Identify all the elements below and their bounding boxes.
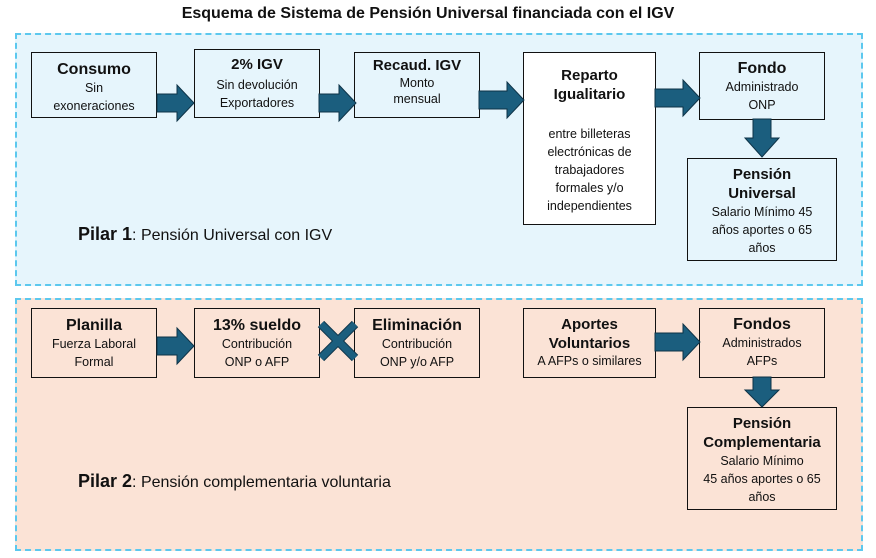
box-aportes-voluntarios: Aportes Voluntarios A AFPs o similares [523,308,656,378]
box-line: Administrados [722,336,802,350]
box-title: Voluntarios [548,335,631,352]
arrow-right-icon [156,83,195,123]
cross-icon [317,320,359,362]
box-line: Formal [74,355,114,369]
box-line: años aportes o 65 [711,223,813,237]
box-line: Salario Mínimo 45 [711,205,813,219]
box-13pct-sueldo: 13% sueldo Contribución ONP o AFP [194,308,320,378]
box-line: Monto [399,76,435,90]
pilar1-label-text: : Pensión Universal con IGV [132,227,333,244]
box-eliminacion: Eliminación Contribución ONP y/o AFP [354,308,480,378]
box-title: Universal [728,185,796,202]
box-line: Sin devolución [216,78,298,92]
box-line: Fuerza Laboral [51,337,137,351]
pilar1-label-bold: Pilar 1 [78,224,133,244]
arrow-down-icon [743,376,781,408]
arrow-right-icon [654,322,701,362]
box-line: ONP o AFP [224,355,290,369]
box-title: Consumo [57,61,131,78]
box-line: formales y/o [555,181,624,195]
box-line: AFPs [746,354,778,368]
box-title: Pensión [732,166,792,183]
box-title: Eliminación [372,317,462,334]
box-line: Sin [84,81,104,95]
box-fondos: Fondos Administrados AFPs [699,308,825,378]
pilar2-label-bold: Pilar 2 [78,471,133,491]
box-line: independientes [547,199,632,213]
arrow-right-icon [654,78,701,118]
box-title: Fondo [737,60,787,77]
box-title: Igualitario [553,86,626,103]
pilar2-label-text: : Pensión complementaria voluntaria [132,474,391,491]
box-title: Reparto [561,67,618,84]
box-title: Pensión [732,415,792,432]
box-title: Recaud. IGV [372,57,462,74]
box-pension-universal: Pensión Universal Salario Mínimo 45 años… [687,158,837,261]
box-line: mensual [393,92,441,106]
pilar1-label: Pilar 1: Pensión Universal con IGV [78,224,332,245]
box-line: Exportadores [219,96,295,110]
box-recaud-igv: Recaud. IGV Monto mensual [354,52,480,118]
box-line: años [748,241,776,255]
box-pension-complementaria: Pensión Complementaria Salario Mínimo 45… [687,407,837,510]
box-line: trabajadores [554,163,625,177]
box-line: electrónicas de [547,145,632,159]
box-line: Salario Mínimo [720,454,804,468]
box-title: 2% IGV [231,56,283,73]
box-title: 13% sueldo [212,317,302,334]
arrow-right-icon [318,83,357,123]
box-line: Contribución [221,337,293,351]
box-line: 45 años aportes o 65 [703,472,821,486]
diagram-title: Esquema de Sistema de Pensión Universal … [181,5,675,22]
box-2pct-igv: 2% IGV Sin devolución Exportadores [194,49,320,118]
box-planilla: Planilla Fuerza Laboral Formal [31,308,157,378]
arrow-right-icon [156,326,195,366]
box-title: Complementaria [703,434,821,451]
box-line: A AFPs o similares [537,354,642,368]
box-line: ONP y/o AFP [379,355,455,369]
box-title: Aportes [561,316,618,333]
box-reparto-igualitario: Reparto Igualitario entre billeteras ele… [523,52,656,225]
pilar2-label: Pilar 2: Pensión complementaria voluntar… [78,471,391,492]
box-line: ONP [748,98,776,112]
box-line: Administrado [725,80,799,94]
box-consumo: Consumo Sin exoneraciones [31,52,157,118]
box-line: Contribución [381,337,453,351]
box-line: años [748,490,776,504]
box-title: Planilla [65,317,123,334]
arrow-down-icon [743,118,781,158]
box-line: exoneraciones [53,99,135,113]
box-line: entre billeteras [548,127,631,141]
box-fondo: Fondo Administrado ONP [699,52,825,120]
box-title: Fondos [733,316,791,333]
arrow-right-icon [478,80,525,120]
